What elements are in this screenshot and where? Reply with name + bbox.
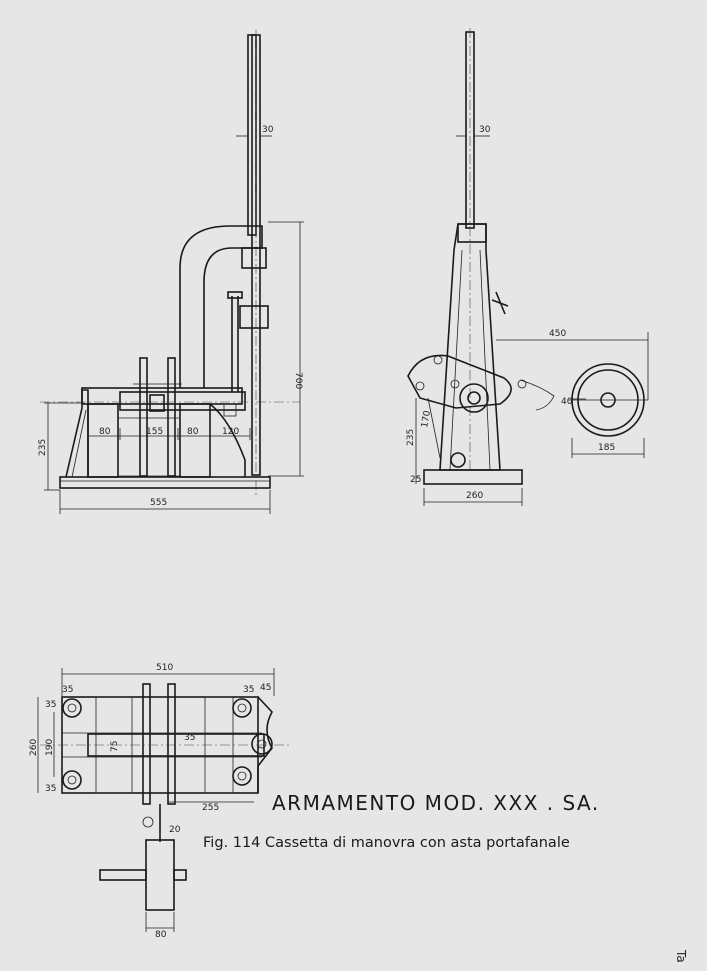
plan-dim-bottom-hole: 35 xyxy=(45,784,56,794)
side-view: 30 450 40 170 235 25 260 xyxy=(406,28,649,506)
plan-dim-offset: 255 xyxy=(202,803,219,813)
side-dim-base: 25 xyxy=(410,475,421,485)
plan-dim-depth: 260 xyxy=(29,739,39,756)
plan-dim-width: 510 xyxy=(156,663,173,673)
figure-label: Fig. 114 xyxy=(203,835,261,851)
plan-dim-top-hole: 35 xyxy=(45,700,56,710)
plan-dim-shaft: 75 xyxy=(110,741,120,752)
figure-caption: Fig. 114 Cassetta di manovra con asta po… xyxy=(203,835,570,851)
plan-view: 510 35 35 45 35 260 190 75 35 35 255 20 … xyxy=(29,663,290,940)
front-dim-c: 80 xyxy=(187,427,199,437)
plan-dim-handle: 80 xyxy=(155,930,167,940)
drawing-title: ARMAMENTO MOD. XXX . SA. xyxy=(272,791,600,815)
plan-dim-hole-spacing: 190 xyxy=(45,739,55,756)
side-dim-rod-width: 30 xyxy=(479,125,491,135)
front-view: 30 700 235 80 155 80 120 xyxy=(38,30,304,514)
plan-dim-bore: 35 xyxy=(184,733,195,743)
side-dim-base-width: 260 xyxy=(466,491,483,501)
plan-dim-overhang: 45 xyxy=(260,683,271,693)
front-dim-width: 555 xyxy=(150,498,167,508)
plan-dim-left-hole: 35 xyxy=(62,685,73,695)
side-dim-hub: 40 xyxy=(561,397,573,407)
side-dim-height: 235 xyxy=(406,429,416,446)
figure-caption-text: Cassetta di manovra con asta portafanale xyxy=(265,835,570,851)
side-dim-wheel: 185 xyxy=(598,443,615,453)
front-dim-a: 80 xyxy=(99,427,111,437)
front-dim-d: 120 xyxy=(222,427,239,437)
front-dim-base-height: 235 xyxy=(38,439,48,456)
side-dim-pivot: 170 xyxy=(420,410,433,429)
plan-dim-right-hole: 35 xyxy=(243,685,254,695)
front-dim-rod-width: 30 xyxy=(262,125,274,135)
page-corner-mark: Ta xyxy=(674,950,688,963)
side-dim-reach: 450 xyxy=(549,329,566,339)
front-dim-height: 700 xyxy=(293,372,303,389)
front-dim-b: 155 xyxy=(146,427,163,437)
plan-dim-pin: 20 xyxy=(169,825,181,835)
